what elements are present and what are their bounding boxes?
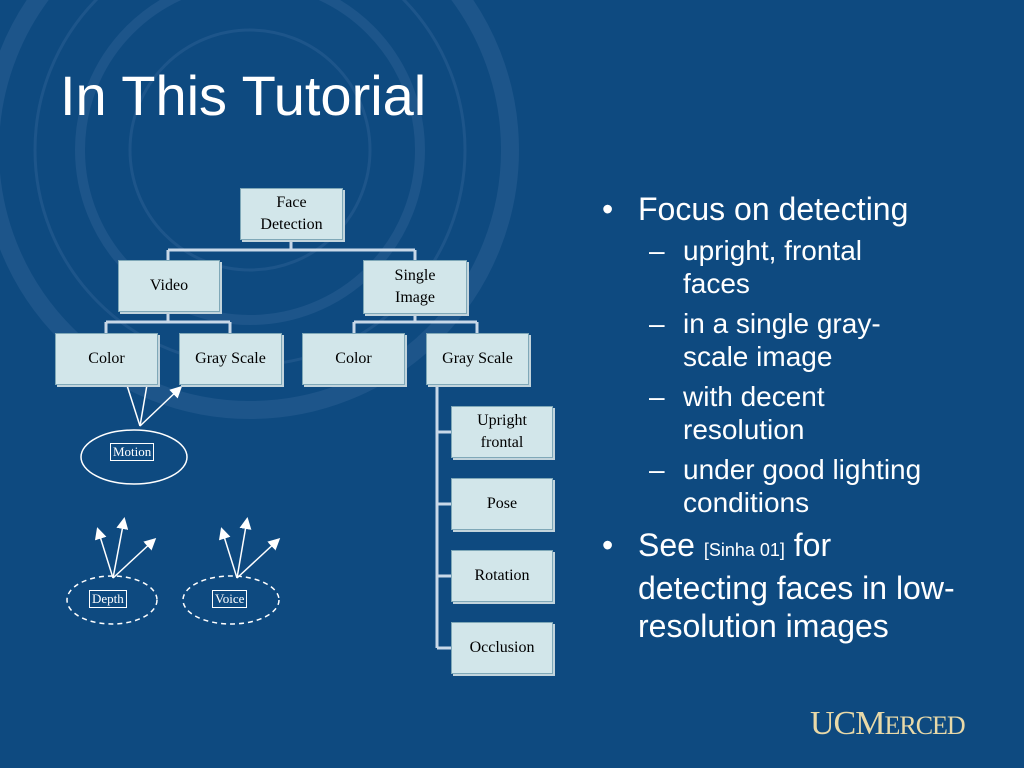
bullet-marker: • — [602, 191, 614, 227]
node-occlusion: Occlusion — [451, 622, 553, 674]
node-image-gray-scale: Gray Scale — [426, 333, 529, 385]
dash-marker: – — [649, 308, 665, 339]
sub-bullet-resolution: – with decent resolution — [649, 381, 825, 445]
bullet-see-sinha: • See [Sinha 01] for detecting faces in … — [602, 527, 955, 644]
slide-title: In This Tutorial — [60, 64, 427, 127]
label-motion: Motion — [110, 443, 155, 461]
node-video: Video — [118, 260, 220, 312]
node-video-color: Color — [55, 333, 158, 385]
node-rotation: Rotation — [451, 550, 553, 602]
node-video-gray-scale: Gray Scale — [179, 333, 282, 385]
dash-marker: – — [649, 235, 665, 266]
label-voice: Voice — [212, 590, 248, 608]
ucmerced-logo: UCMERCED — [810, 705, 966, 742]
bullet-focus: • Focus on detecting — [602, 191, 909, 227]
citation-sinha: [Sinha 01] — [703, 540, 785, 560]
sub-bullet-lighting: – under good lighting conditions — [649, 454, 922, 518]
label-depth: Depth — [89, 590, 127, 608]
dash-marker: – — [649, 454, 665, 485]
bullet-list: • Focus on detecting – upright, frontal … — [602, 190, 992, 651]
node-image-color: Color — [302, 333, 405, 385]
sub-bullet-upright: – upright, frontal faces — [649, 235, 862, 299]
bullet-marker: • — [602, 527, 614, 563]
node-face-detection: Face Detection — [240, 188, 343, 240]
node-upright-frontal: Upright frontal — [451, 406, 553, 458]
sub-bullet-single-gray: – in a single gray-scale image — [649, 308, 881, 372]
node-pose: Pose — [451, 478, 553, 530]
dash-marker: – — [649, 381, 665, 412]
node-single-image: Single Image — [363, 260, 467, 314]
